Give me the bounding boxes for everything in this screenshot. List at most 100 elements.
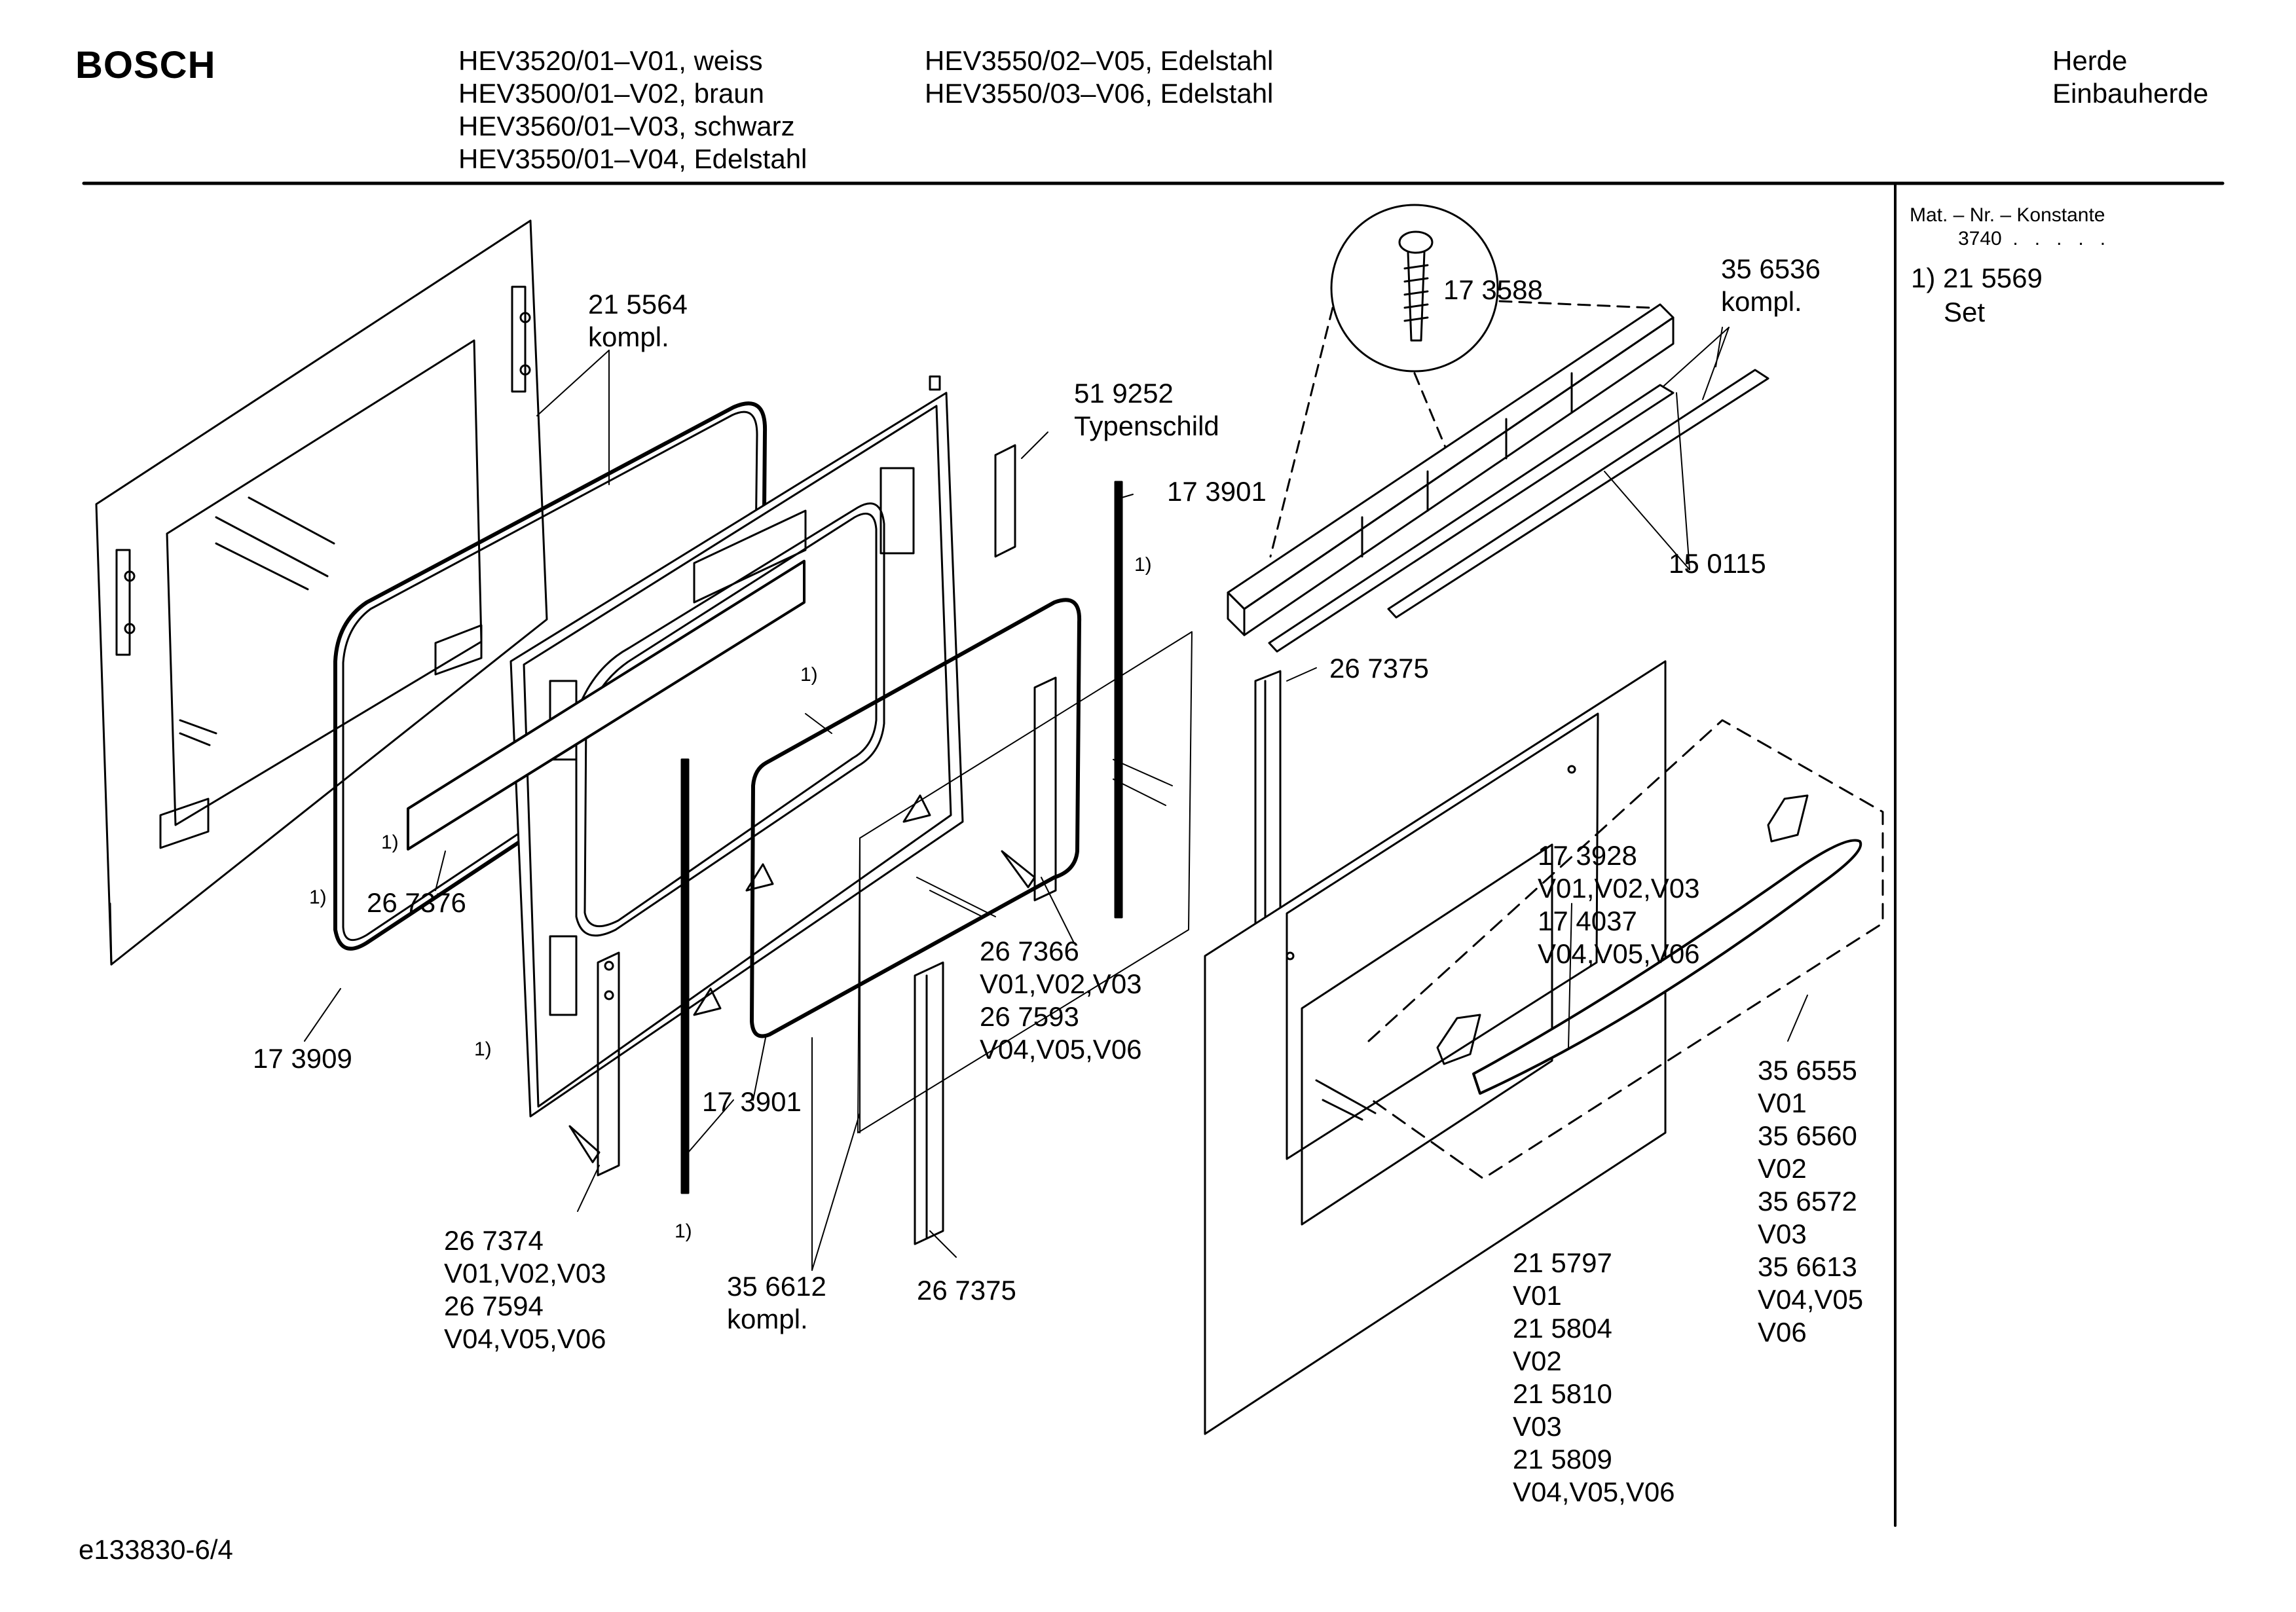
type-plate	[995, 445, 1015, 557]
label-line: 17 3901	[702, 1086, 802, 1117]
label-line: V02	[1758, 1153, 1807, 1184]
note-marker: 1)	[474, 1038, 492, 1060]
label-line: V03	[1513, 1411, 1562, 1442]
handle-mount-left	[1437, 1015, 1480, 1064]
label-173901-top: 17 3901	[1167, 475, 1267, 508]
label-line: kompl.	[1721, 286, 1802, 317]
label-line: 26 7376	[367, 887, 466, 918]
side-profile-top	[1255, 671, 1280, 926]
model-line: HEV3550/02–V05, Edelstahl	[925, 45, 1274, 76]
label-173928: 17 3928 V01,V02,V03 17 4037 V04,V05,V06	[1538, 839, 1700, 970]
label-line: 35 6536	[1721, 253, 1821, 284]
inner-glass	[858, 632, 1192, 1133]
label-line: 17 3588	[1443, 274, 1543, 305]
label-line: 35 6613	[1758, 1251, 1857, 1282]
label-line: V01	[1513, 1280, 1562, 1311]
handle-strip	[408, 561, 804, 849]
label-173588: 17 3588	[1443, 274, 1543, 306]
sidebar-note-text: Set	[1944, 297, 1986, 327]
label-line: 17 4037	[1538, 906, 1637, 936]
seal-strip-left	[682, 760, 688, 1193]
category-line: Einbauherde	[2052, 78, 2209, 109]
label-356612: 35 6612 kompl.	[727, 1270, 826, 1336]
label-line: 21 5810	[1513, 1378, 1612, 1409]
label-line: 15 0115	[1669, 548, 1766, 579]
label-line: 51 9252	[1074, 378, 1174, 409]
category-line: Herde	[2052, 45, 2128, 76]
note-marker: 1)	[381, 832, 399, 853]
footer-code: e133830-6/4	[79, 1534, 233, 1565]
label-line: V04,V05,V06	[444, 1323, 606, 1354]
door-handle	[1473, 840, 1861, 1093]
label-line: 26 7594	[444, 1291, 544, 1321]
label-line: V04,V05,V06	[1538, 938, 1700, 969]
label-173901-bottom: 17 3901	[702, 1086, 802, 1118]
label-line: 26 7375	[917, 1275, 1016, 1306]
inner-glass-seal	[752, 600, 1079, 1036]
model-line: HEV3550/01–V04, Edelstahl	[458, 143, 807, 174]
side-profile-bottom	[915, 962, 943, 1244]
handle-mount-right	[1768, 796, 1807, 841]
label-line: 21 5797	[1513, 1247, 1612, 1278]
trim-strip-2	[1388, 370, 1768, 617]
label-267366: 26 7366 V01,V02,V03 26 7593 V04,V05,V06	[980, 935, 1142, 1066]
label-line: V03	[1758, 1218, 1807, 1249]
label-519252: 51 9252 Typenschild	[1074, 377, 1219, 443]
note-marker: 1)	[309, 887, 327, 908]
handle-dashed-frame	[1369, 720, 1883, 1179]
label-line: V04,V05,V06	[1513, 1476, 1675, 1507]
mat-value: 3740 . . . . .	[1958, 228, 2106, 249]
label-173909: 17 3909	[253, 1042, 352, 1075]
label-267375-bottom: 26 7375	[917, 1274, 1016, 1307]
label-line: 35 6560	[1758, 1120, 1857, 1151]
label-line: Typenschild	[1074, 411, 1219, 441]
note-marker: 1)	[800, 664, 818, 686]
sidebar-note-number: 1) 21 5569	[1911, 263, 2043, 293]
note-marker: 1)	[1134, 554, 1152, 576]
label-356555: 35 6555 V01 35 6560 V02 35 6572 V03 35 6…	[1758, 1054, 1863, 1349]
label-line: 35 6555	[1758, 1055, 1857, 1086]
label-line: 17 3901	[1167, 476, 1267, 507]
label-line: 26 7375	[1329, 653, 1429, 684]
top-bracket	[1228, 304, 1673, 635]
label-150115: 15 0115	[1669, 547, 1766, 580]
front-door-panel	[1205, 661, 1665, 1434]
label-line: V01,V02,V03	[444, 1258, 606, 1289]
mat-heading: Mat. – Nr. – Konstante	[1910, 204, 2105, 226]
model-list-col2: HEV3550/02–V05, Edelstahl HEV3550/03–V06…	[925, 45, 1273, 110]
label-356536: 35 6536 kompl.	[1721, 253, 1821, 318]
label-267375-top: 26 7375	[1329, 652, 1429, 685]
label-line: 21 5804	[1513, 1313, 1612, 1344]
label-267374: 26 7374 V01,V02,V03 26 7594 V04,V05,V06	[444, 1224, 606, 1355]
label-line: V01,V02,V03	[980, 968, 1142, 999]
label-line: V01	[1758, 1088, 1807, 1118]
label-line: 21 5809	[1513, 1444, 1612, 1475]
brand-logo: BOSCH	[75, 44, 216, 86]
category-block: Herde Einbauherde	[2052, 45, 2208, 110]
hinge-left	[570, 953, 619, 1175]
model-line: HEV3520/01–V01, weiss	[458, 45, 763, 76]
label-line: 26 7593	[980, 1001, 1079, 1032]
label-line: 35 6572	[1758, 1186, 1857, 1217]
label-215797: 21 5797 V01 21 5804 V02 21 5810 V03 21 5…	[1513, 1247, 1675, 1509]
outer-door-panel	[96, 221, 547, 964]
label-line: kompl.	[727, 1304, 808, 1334]
label-line: kompl.	[588, 321, 669, 352]
seal-strip-right	[1115, 482, 1122, 917]
screw-detail	[1331, 205, 1498, 371]
label-line: 17 3928	[1538, 840, 1637, 871]
label-line: V01,V02,V03	[1538, 873, 1700, 904]
model-line: HEV3500/01–V02, braun	[458, 78, 765, 109]
label-line: V04,V05,V06	[980, 1034, 1142, 1065]
inner-door-frame	[511, 376, 963, 1116]
trim-strip-1	[1269, 385, 1673, 651]
leader-lines	[305, 327, 1807, 1270]
label-line: 26 7366	[980, 936, 1079, 966]
model-line: HEV3560/01–V03, schwarz	[458, 111, 795, 141]
model-line: HEV3550/03–V06, Edelstahl	[925, 78, 1274, 109]
label-line: 17 3909	[253, 1043, 352, 1074]
label-line: 26 7374	[444, 1225, 544, 1256]
label-line: 21 5564	[588, 289, 688, 320]
label-line: V02	[1513, 1346, 1562, 1376]
